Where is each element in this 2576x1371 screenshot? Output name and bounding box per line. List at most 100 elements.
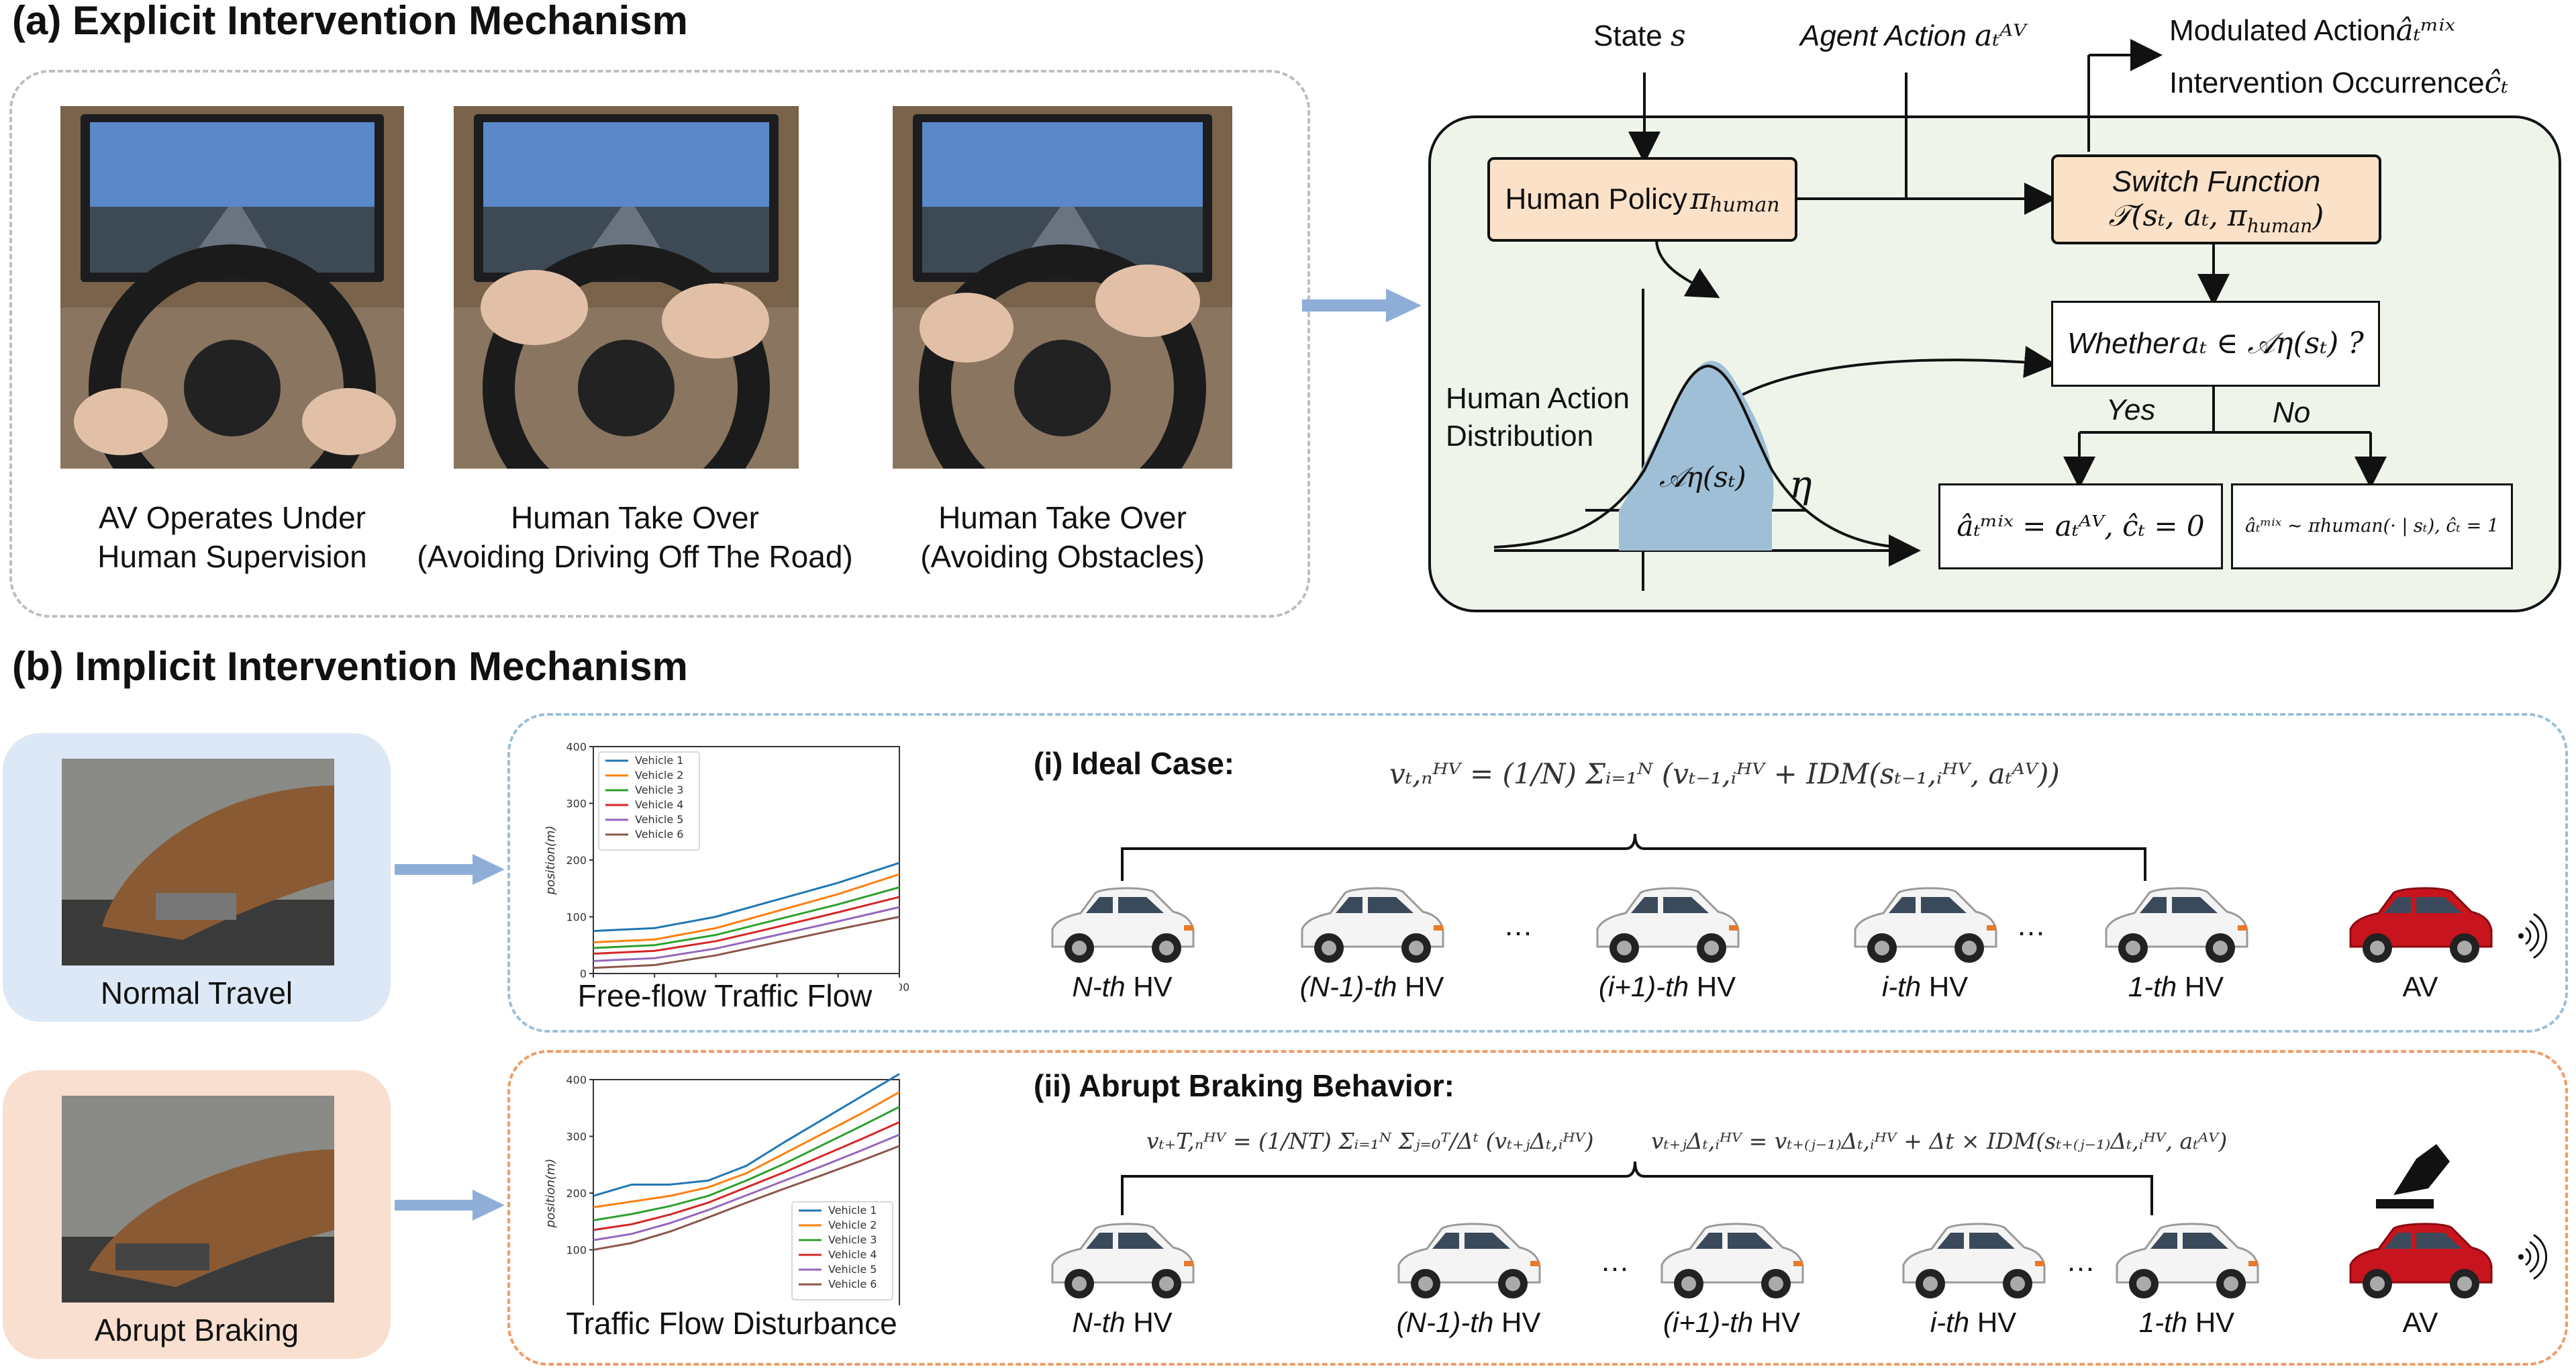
platoon-ellipsis: … bbox=[1600, 1245, 1630, 1278]
yes-result-formula: âₜᵐⁱˣ = aₜᴬⱽ, ĉₜ = 0 bbox=[1956, 510, 2205, 542]
abrupt-braking-arrow bbox=[395, 1190, 505, 1221]
switch-function-formula-sub: human bbox=[2246, 214, 2313, 237]
whether-condition-box: Whether aₜ ∈ 𝒜η(sₜ) ? bbox=[2051, 301, 2380, 387]
series-line-5 bbox=[593, 906, 900, 962]
vehicle-label-index: 1-th bbox=[2138, 1307, 2188, 1338]
vehicle-label-index: (N-1)-th bbox=[1396, 1307, 1494, 1338]
abrupt-braking-formula-right: vₜ₊ⱼΔₜ,ᵢᴴⱽ = vₜ₊₍ⱼ₋₁₎Δₜ,ᵢᴴⱽ + Δt × IDM(s… bbox=[1651, 1128, 2228, 1154]
legend-label-1: Vehicle 1 bbox=[828, 1204, 877, 1217]
ideal-case-formula: vₜ,ₙᴴⱽ = (1/N) Σᵢ₌₁ᴺ (vₜ₋₁,ᵢᴴⱽ + IDM(sₜ₋… bbox=[1389, 757, 2060, 790]
hv-car-icon bbox=[1596, 887, 1740, 963]
free-flow-chart-caption: Free-flow Traffic Flow bbox=[550, 978, 899, 1014]
switch-function-box: Switch Function 𝒯(sₜ, aₜ, πhuman) bbox=[2051, 154, 2381, 244]
agent-action-label: Agent Action aₜᴬⱽ bbox=[1800, 19, 2026, 53]
y-tick-label: 300 bbox=[566, 798, 587, 810]
series-line-1 bbox=[593, 861, 900, 933]
vehicle-label-type: HV bbox=[1493, 1307, 1541, 1338]
normal-travel-photo bbox=[62, 759, 334, 965]
vehicle-label-type: HV bbox=[1125, 1307, 1173, 1338]
vehicle-label-index: i-th bbox=[1881, 971, 1922, 1002]
hv-car-icon bbox=[1301, 887, 1444, 963]
series-line-2 bbox=[593, 873, 900, 944]
legend-label-6: Vehicle 6 bbox=[635, 828, 683, 841]
photo-caption-2-line2: (Avoiding Driving Off The Road) bbox=[417, 539, 853, 574]
vehicle-label-index: N-th bbox=[1072, 1307, 1126, 1338]
y-tick-label: 200 bbox=[566, 854, 587, 867]
state-symbol: s bbox=[1670, 19, 1686, 53]
brake-pedal-icon bbox=[2376, 1144, 2450, 1209]
hv-car-icon bbox=[1902, 1223, 2046, 1298]
platoon-ellipsis: … bbox=[2066, 1245, 2095, 1278]
photo-caption-3-line1: Human Take Over bbox=[938, 500, 1187, 535]
platoon-ellipsis: … bbox=[1503, 909, 1533, 942]
vehicle-label-type: HV bbox=[1921, 971, 1969, 1002]
av-car-icon bbox=[2349, 887, 2493, 963]
acceptable-set-label: 𝒜η(sₜ) bbox=[1659, 461, 1746, 493]
hv-car-icon bbox=[1661, 1223, 1804, 1298]
state-label-text: State bbox=[1593, 19, 1663, 52]
legend-label-5: Vehicle 5 bbox=[828, 1263, 877, 1276]
normal-travel-arrow bbox=[395, 854, 505, 885]
legend-label-2: Vehicle 2 bbox=[828, 1219, 877, 1231]
platoon-ellipsis: … bbox=[2016, 909, 2046, 942]
yes-result-box: âₜᵐⁱˣ = aₜᴬⱽ, ĉₜ = 0 bbox=[1938, 483, 2223, 569]
agent-action-symbol: aₜᴬⱽ bbox=[1975, 19, 2027, 53]
legend-label-5: Vehicle 5 bbox=[635, 813, 683, 826]
vehicle-label-index: 1-th bbox=[2128, 971, 2177, 1002]
hv-car-icon bbox=[1854, 887, 1997, 963]
series-line-4 bbox=[593, 896, 900, 955]
y-tick-label: 400 bbox=[566, 741, 587, 753]
legend-label-3: Vehicle 3 bbox=[635, 784, 683, 796]
legend-label-1: Vehicle 1 bbox=[635, 754, 683, 767]
vehicle-label-index: i-th bbox=[1930, 1307, 1970, 1338]
legend-label-4: Vehicle 4 bbox=[828, 1248, 877, 1261]
human-action-distribution-label: Human Action Distribution bbox=[1446, 380, 1630, 455]
wireless-signal-icon bbox=[2518, 1234, 2548, 1280]
legend-label-2: Vehicle 2 bbox=[635, 769, 683, 782]
series-line-3 bbox=[593, 1106, 900, 1222]
hv-car-icon bbox=[1397, 1223, 1541, 1298]
vehicle-label-type: HV bbox=[1969, 1307, 2017, 1338]
switch-function-formula-close: ) bbox=[2312, 199, 2324, 233]
modulated-action-label-text: Modulated Action bbox=[2169, 14, 2396, 47]
disturbance-chart-caption: Traffic Flow Disturbance bbox=[550, 1305, 913, 1341]
intervention-occurrence-label-text: Intervention Occurrence bbox=[2169, 66, 2485, 99]
vehicle-label-index: (i+1)-th bbox=[1598, 971, 1689, 1002]
disturbance-chart: 100125150175200225250275300100200300400t… bbox=[537, 1065, 913, 1347]
y-tick-label: 300 bbox=[566, 1131, 587, 1143]
vehicle-label: 1-th HV bbox=[2079, 1307, 2294, 1339]
normal-travel-caption: Normal Travel bbox=[100, 976, 293, 1010]
human-policy-sub: human bbox=[1710, 193, 1780, 218]
vehicle-label-type: HV bbox=[2187, 1307, 2235, 1338]
y-tick-label: 100 bbox=[566, 1244, 587, 1257]
photo-caption-3-line2: (Avoiding Obstacles) bbox=[920, 539, 1205, 574]
agent-action-label-text: Agent Action bbox=[1800, 19, 1967, 52]
vehicle-label: (N-1)-th HV bbox=[1265, 971, 1479, 1003]
y-tick-label: 200 bbox=[566, 1187, 587, 1200]
vehicle-label-type: HV bbox=[2177, 971, 2224, 1002]
series-line-5 bbox=[593, 1133, 900, 1241]
vehicle-label-type: HV bbox=[1125, 971, 1173, 1002]
no-result-formula: âₜᵐⁱˣ ~ πhuman(· | sₜ), ĉₜ = 1 bbox=[2244, 516, 2499, 536]
abrupt-braking-photo bbox=[62, 1096, 334, 1303]
whether-label: Whether bbox=[2067, 327, 2179, 360]
photo-caption-2-line1: Human Take Over bbox=[511, 500, 759, 535]
legend-label-6: Vehicle 6 bbox=[828, 1278, 877, 1290]
series-line-4 bbox=[593, 1121, 900, 1231]
vehicle-label: i-th HV bbox=[1818, 971, 2032, 1003]
switch-function-formula: 𝒯(sₜ, aₜ, πhuman) bbox=[2054, 199, 2379, 237]
abrupt-braking-title: (ii) Abrupt Braking Behavior: bbox=[1034, 1068, 1454, 1103]
photo-group-frame bbox=[9, 70, 1310, 618]
photo-caption-2: Human Take Over (Avoiding Driving Off Th… bbox=[400, 498, 870, 576]
y-tick-label: 400 bbox=[566, 1074, 587, 1086]
vehicle-label-type: HV bbox=[1397, 971, 1444, 1002]
intervention-occurrence-label: Intervention Occurrenceĉₜ bbox=[2169, 66, 2508, 100]
yes-branch-label: Yes bbox=[2106, 393, 2156, 426]
disturbance-chart-svg: 100125150175200225250275300100200300400t… bbox=[544, 1073, 909, 1341]
vehicle-label: N-th HV bbox=[1015, 1307, 1230, 1339]
switch-function-formula-main: 𝒯(sₜ, aₜ, π bbox=[2108, 199, 2247, 233]
human-action-distribution-shaded bbox=[1619, 361, 1774, 551]
